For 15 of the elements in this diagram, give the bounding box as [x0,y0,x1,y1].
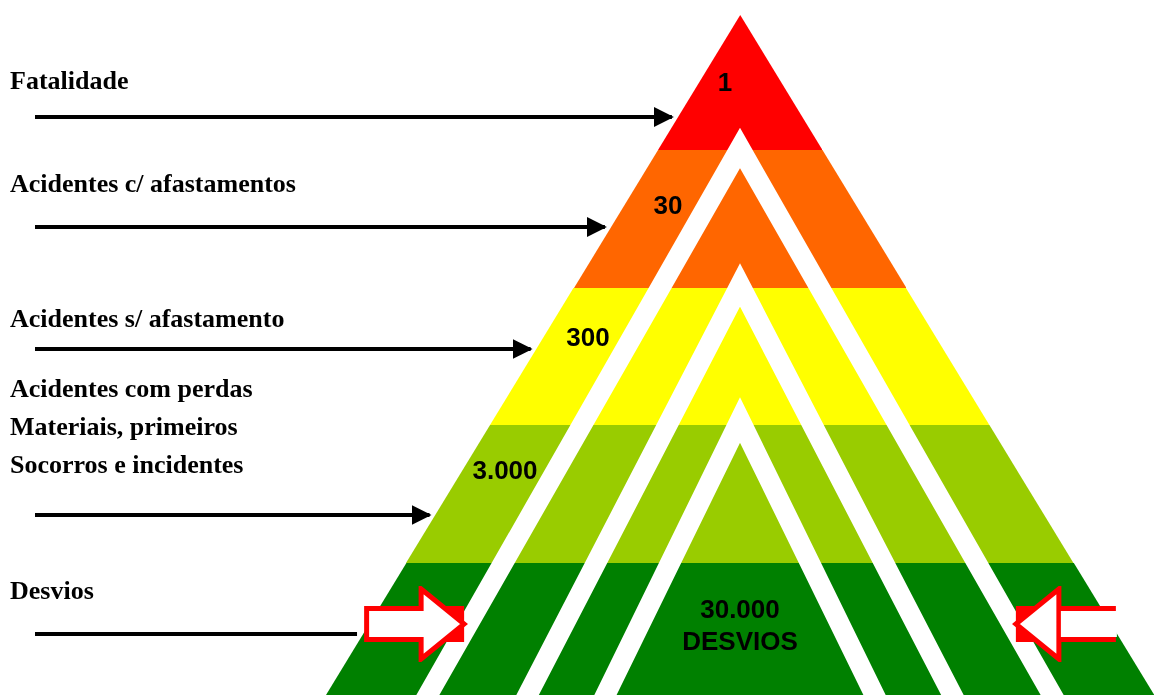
leader-line [35,107,674,127]
category-label: Acidentes s/ afastamento [10,300,285,352]
category-label: Desvios [10,572,94,637]
incident-count: 300 [566,321,610,353]
category-label: Fatalidade [10,62,129,120]
leader-line [35,505,432,525]
incident-count: 1 [717,66,733,98]
incident-count: 3.000 [472,454,538,486]
category-label: Acidentes com perdas Materiais, primeiros Socorros e incidentes [10,370,320,518]
incident-count: 30 [653,189,683,221]
category-label: Acidentes c/ afastamentos [10,165,296,230]
leader-line [35,632,358,636]
leader-line [35,339,533,359]
leader-line [35,217,607,237]
incident-count: 30.000 DESVIOS [681,593,799,657]
